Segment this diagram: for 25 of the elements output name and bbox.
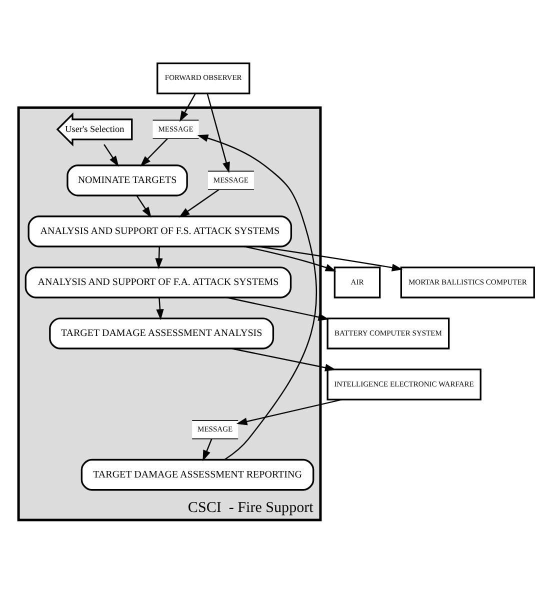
- arrow: [178, 188, 220, 217]
- node-box: MORTAR BALLISTICS COMPUTER: [400, 266, 535, 298]
- node-box: ANALYSIS AND SUPPORT OF F.A. ATTACK SYSTEMS: [24, 266, 292, 298]
- arrow: [140, 138, 168, 166]
- node-box: TARGET DAMAGE ASSESSMENT ANALYSIS: [49, 317, 274, 349]
- node-box: FORWARD OBSERVER: [156, 62, 250, 94]
- arrow: [206, 92, 230, 172]
- arrow: [258, 245, 403, 271]
- node-box: BATTERY COMPUTER SYSTEM: [326, 317, 450, 349]
- arrow: [197, 134, 317, 460]
- node-box: INTELLIGENCE ELECTRONIC WARFARE: [326, 368, 482, 400]
- arrow: [156, 297, 164, 320]
- arrow: [236, 398, 342, 425]
- node-box: ANALYSIS AND SUPPORT OF F.S. ATTACK SYSTEMS: [28, 215, 292, 247]
- arrow: [180, 92, 196, 122]
- arrow: [104, 144, 119, 166]
- arrow: [226, 296, 330, 320]
- arrow: [244, 245, 336, 271]
- arrow: [202, 438, 212, 461]
- arrow: [232, 347, 336, 371]
- arrow: [155, 246, 163, 269]
- node-box: NOMINATE TARGETS: [66, 164, 188, 196]
- node-box: AIR: [334, 266, 381, 298]
- node-box: TARGET DAMAGE ASSESSMENT REPORTING: [80, 458, 314, 490]
- arrow: [136, 194, 152, 218]
